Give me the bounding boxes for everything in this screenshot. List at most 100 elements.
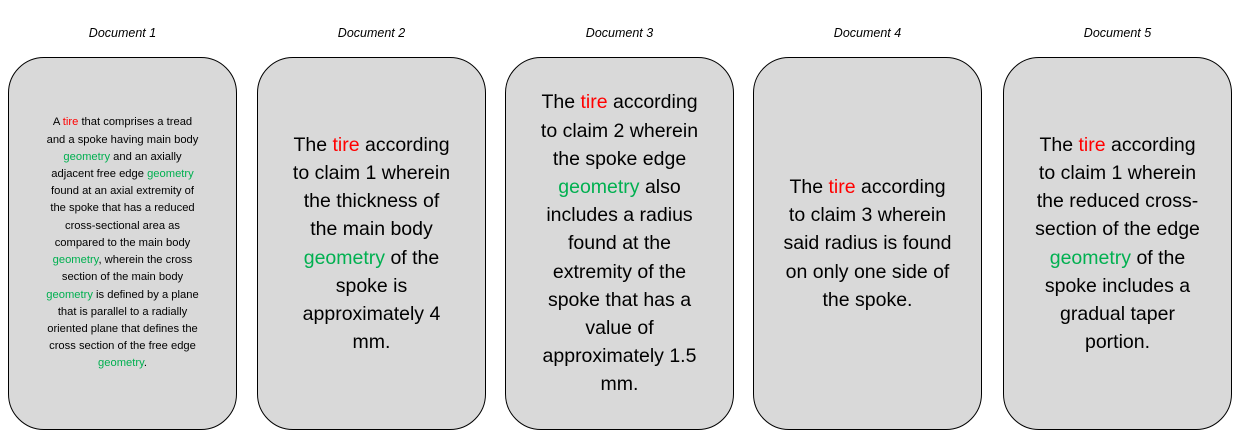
- text-segment: is defined by a plane: [92, 288, 199, 301]
- text-segment: that is parallel to a radially: [57, 305, 188, 318]
- text-segment: also: [639, 175, 681, 198]
- text-segment: adjacent free edge: [51, 168, 148, 181]
- text-line: includes a radius: [546, 201, 692, 229]
- text-line: the main body: [310, 215, 433, 243]
- text-segment: according: [607, 91, 698, 114]
- text-segment: spoke is: [335, 274, 408, 297]
- text-line: and a spoke having main body: [47, 132, 199, 149]
- text-line: that is parallel to a radially: [58, 304, 187, 321]
- text-line: geometry, wherein the cross: [53, 252, 193, 269]
- text-line: section of the edge: [1035, 215, 1200, 243]
- text-segment: The: [1039, 133, 1079, 156]
- keyword-tire: tire: [332, 133, 360, 156]
- text-line: geometry of the: [304, 244, 440, 272]
- text-line: geometry and an axially: [63, 149, 181, 166]
- keyword-geometry: geometry: [98, 357, 144, 370]
- text-segment: to claim 1 wherein: [1038, 161, 1197, 184]
- text-segment: found at an axial extremity of: [50, 185, 195, 198]
- text-segment: gradual taper: [1060, 302, 1175, 325]
- keyword-tire: tire: [580, 91, 608, 114]
- text-line: spoke includes a: [1045, 272, 1190, 300]
- keyword-geometry: geometry: [1049, 246, 1132, 269]
- text-line: to claim 3 wherein: [789, 201, 946, 229]
- text-segment: cross section of the free edge: [49, 340, 196, 353]
- text-line: cross section of the free edge: [49, 338, 196, 355]
- keyword-geometry: geometry: [63, 150, 111, 163]
- text-line: adjacent free edge geometry: [51, 166, 193, 183]
- text-segment: .: [143, 357, 147, 370]
- document-title: Document 1: [88, 26, 157, 40]
- text-line: approximately 4: [303, 300, 441, 328]
- text-segment: and an axially: [110, 150, 182, 163]
- text-segment: spoke that has a: [547, 288, 692, 311]
- text-segment: according: [359, 133, 450, 156]
- text-segment: approximately 4: [302, 302, 441, 325]
- document-title: Document 4: [833, 26, 902, 40]
- text-segment: said radius is found: [783, 232, 952, 255]
- keyword-tire: tire: [62, 116, 79, 129]
- text-segment: approximately 1.5: [542, 345, 697, 368]
- text-line: found at an axial extremity of: [51, 183, 194, 200]
- text-line: mm.: [601, 370, 639, 398]
- text-line: extremity of the: [553, 258, 686, 286]
- text-line: found at the: [568, 229, 671, 257]
- text-line: to claim 2 wherein: [541, 117, 698, 145]
- text-segment: according: [1105, 133, 1196, 156]
- text-segment: of the: [1131, 246, 1186, 269]
- text-segment: section of the main body: [61, 271, 184, 284]
- document-card: The tire according to claim 1 wherein the …: [1003, 57, 1232, 430]
- keyword-geometry: geometry: [558, 175, 640, 198]
- text-segment: cross-sectional area as: [64, 219, 181, 232]
- text-line: section of the main body: [62, 269, 183, 286]
- text-segment: the spoke that has a reduced: [50, 202, 195, 215]
- text-segment: portion.: [1084, 331, 1151, 354]
- text-segment: to claim 3 wherein: [788, 204, 947, 227]
- text-line: approximately 1.5: [543, 342, 697, 370]
- text-segment: includes a radius: [546, 204, 693, 227]
- text-line: the spoke that has a reduced: [50, 200, 194, 217]
- text-segment: mm.: [352, 331, 391, 354]
- text-segment: found at the: [567, 232, 671, 255]
- text-line: The tire according: [541, 88, 697, 116]
- text-line: on only one side of: [786, 258, 950, 286]
- text-line: cross-sectional area as: [65, 218, 180, 235]
- text-segment: The: [541, 91, 581, 114]
- text-line: the thickness of: [304, 187, 440, 215]
- text-segment: on only one side of: [785, 260, 950, 283]
- text-segment: oriented plane that defines the: [47, 322, 198, 335]
- text-segment: the reduced cross-: [1036, 190, 1199, 213]
- text-line: the spoke edge: [553, 145, 686, 173]
- keyword-geometry: geometry: [303, 246, 386, 269]
- text-segment: compared to the main body: [54, 236, 191, 249]
- text-line: compared to the main body: [55, 235, 191, 252]
- text-line: geometry.: [98, 355, 147, 372]
- text-segment: value of: [585, 317, 654, 339]
- text-line: geometry of the: [1050, 244, 1186, 272]
- text-line: The tire according: [293, 131, 449, 159]
- document-title: Document 5: [1083, 26, 1152, 40]
- text-segment: A: [52, 116, 63, 129]
- document-title: Document 3: [585, 26, 654, 40]
- text-line: A tire that comprises a tread: [53, 114, 192, 131]
- text-line: to claim 1 wherein: [293, 159, 450, 187]
- text-segment: the thickness of: [303, 190, 440, 213]
- text-segment: and a spoke having main body: [46, 133, 199, 146]
- keyword-geometry: geometry: [46, 288, 93, 301]
- text-segment: , wherein the cross: [98, 254, 193, 267]
- text-line: The tire according: [789, 173, 945, 201]
- text-segment: that comprises a tread: [78, 116, 193, 129]
- text-segment: extremity of the: [552, 260, 687, 283]
- text-line: mm.: [353, 328, 391, 356]
- text-segment: The: [789, 175, 829, 198]
- text-line: spoke that has a: [548, 286, 691, 314]
- text-segment: mm.: [600, 373, 639, 396]
- text-segment: of the: [385, 246, 440, 269]
- keyword-tire: tire: [1078, 133, 1106, 156]
- text-line: portion.: [1085, 328, 1150, 356]
- text-segment: spoke includes a: [1044, 274, 1191, 297]
- keyword-geometry: geometry: [147, 168, 194, 181]
- text-segment: the spoke.: [822, 288, 913, 311]
- document-card: A tire that comprises a tread and a spoke…: [8, 57, 237, 430]
